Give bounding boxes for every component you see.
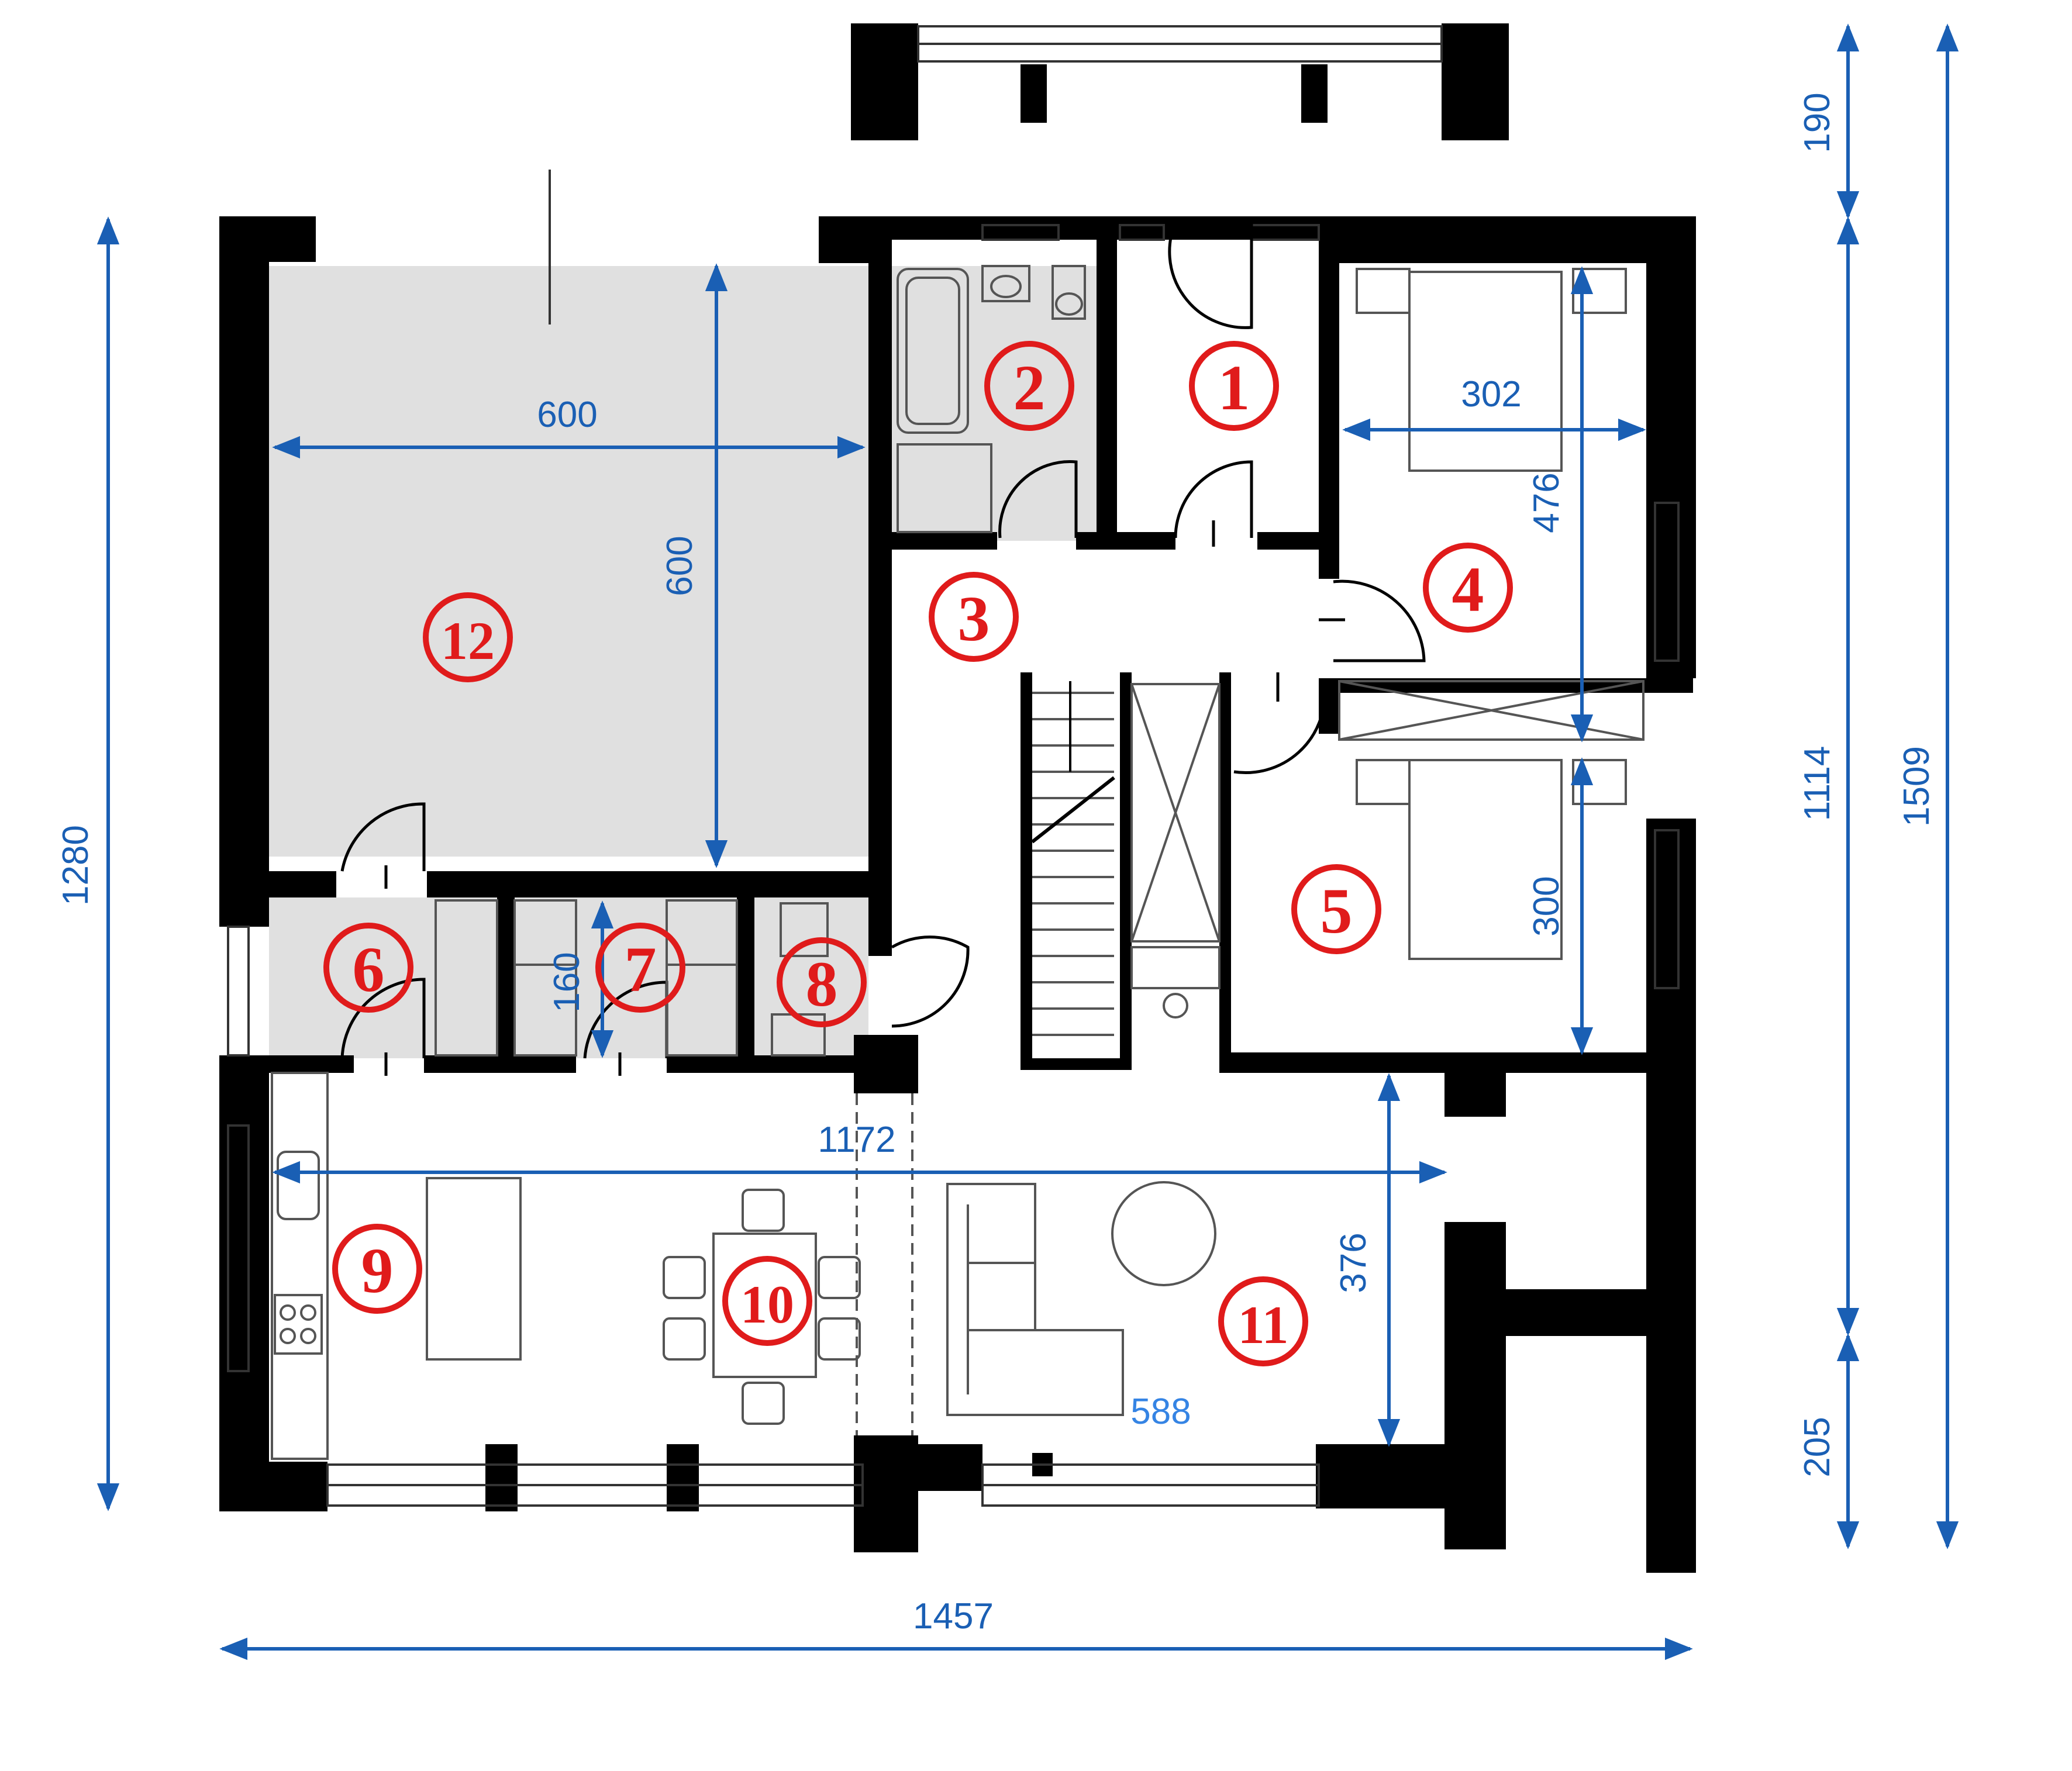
room-label-12: 12 bbox=[441, 611, 495, 671]
living-sofa bbox=[946, 1183, 1124, 1416]
dimension-lines bbox=[96, 23, 1959, 1660]
kitchen-counter bbox=[271, 1072, 329, 1460]
stair-closet bbox=[1130, 683, 1221, 943]
bed-bedroom-5 bbox=[1408, 759, 1563, 960]
dim-bedroom5-depth: 300 bbox=[1526, 876, 1567, 936]
coffee-table bbox=[1111, 1181, 1216, 1286]
windows bbox=[227, 25, 1680, 1507]
boiler-unit bbox=[1130, 946, 1221, 989]
dining-table bbox=[712, 1233, 817, 1378]
room-label-8: 8 bbox=[806, 948, 838, 1020]
room-label-7: 7 bbox=[625, 934, 657, 1005]
dim-total-width: 1457 bbox=[913, 1596, 994, 1637]
room-label-5: 5 bbox=[1321, 875, 1353, 947]
dim-right-bottom: 205 bbox=[1797, 1417, 1837, 1477]
dim-sofa-area: 588 bbox=[1130, 1392, 1191, 1432]
dim-garage-depth: 600 bbox=[660, 536, 700, 596]
dim-right-top: 190 bbox=[1797, 92, 1837, 153]
wardrobe-hall-6 bbox=[435, 899, 498, 1057]
walls bbox=[219, 23, 1696, 1573]
dim-living-depth: 376 bbox=[1333, 1233, 1374, 1293]
wardrobe-hall-7a bbox=[513, 899, 577, 1057]
room-label-2: 2 bbox=[1013, 352, 1046, 423]
room-labels: 1 2 3 4 5 6 7 8 9 10 11 12 bbox=[323, 341, 1513, 1366]
shower-tray bbox=[897, 443, 992, 533]
bathtub bbox=[897, 268, 969, 434]
bed-bedroom-4 bbox=[1408, 271, 1563, 472]
dim-right-total: 1509 bbox=[1897, 746, 1937, 827]
bath-toilet bbox=[1051, 265, 1086, 320]
room-label-3: 3 bbox=[958, 583, 990, 654]
room-label-6: 6 bbox=[353, 934, 385, 1005]
dim-garage-width: 600 bbox=[537, 395, 597, 435]
kitchen-sink bbox=[277, 1151, 320, 1220]
fixtures bbox=[271, 170, 1645, 1460]
room-label-4: 4 bbox=[1452, 554, 1484, 625]
bath-sink bbox=[981, 265, 1030, 302]
dim-living-width: 1172 bbox=[818, 1120, 895, 1160]
dim-bedroom4-width: 302 bbox=[1461, 374, 1521, 415]
staircase bbox=[1031, 681, 1115, 1036]
room-label-10: 10 bbox=[740, 1275, 794, 1334]
kitchen-hob bbox=[274, 1294, 323, 1355]
room-label-9: 9 bbox=[361, 1235, 394, 1306]
wc-toilet bbox=[780, 902, 829, 957]
garage-floor bbox=[269, 266, 871, 857]
kitchen-island bbox=[426, 1177, 522, 1361]
dim-left-height: 1280 bbox=[56, 825, 96, 906]
room-label-1: 1 bbox=[1218, 352, 1250, 423]
wardrobe-hall-7b bbox=[666, 899, 738, 1057]
dim-bedroom4-depth: 476 bbox=[1526, 472, 1567, 533]
dim-right-middle: 1114 bbox=[1797, 746, 1837, 821]
wardrobe-bedroom-4 bbox=[1338, 680, 1645, 741]
doors bbox=[340, 222, 1426, 1076]
dim-corridor-width: 160 bbox=[547, 952, 587, 1012]
room-label-11: 11 bbox=[1238, 1295, 1289, 1355]
